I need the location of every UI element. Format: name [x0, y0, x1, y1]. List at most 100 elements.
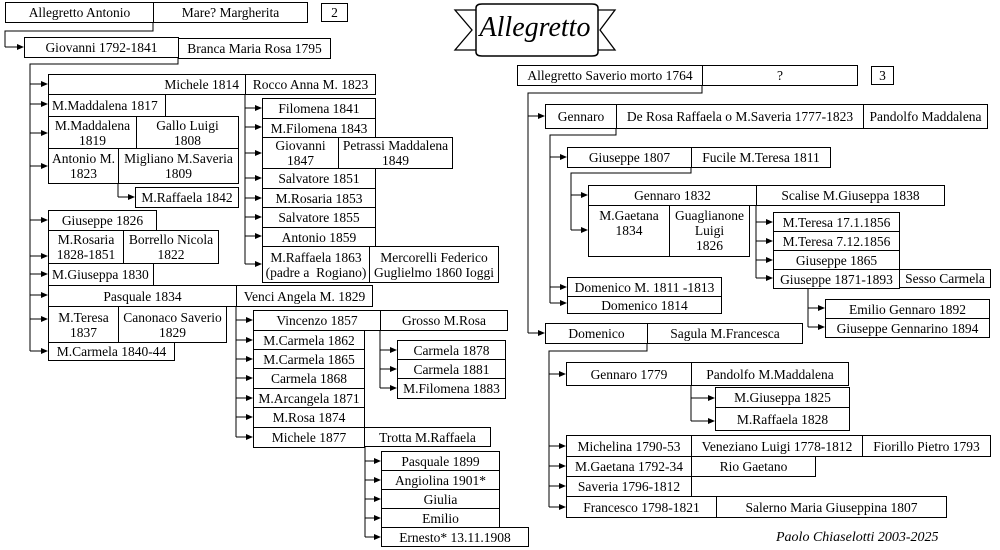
connector-trunk [29, 57, 179, 351]
arrow-icon [559, 443, 566, 449]
person-box-m-filomena-1883: M.Filomena 1883 [397, 378, 506, 399]
person-box-allegretto-antonio: Allegretto Antonio [5, 2, 154, 23]
person-box-michele-1814: Michele 1814 [48, 74, 246, 95]
arrow-icon [255, 195, 262, 201]
person-box-salvatore-1855: Salvatore 1855 [262, 207, 376, 228]
person-box-rio-gaetano: Rio Gaetano [691, 456, 816, 477]
arrow-icon [374, 496, 381, 502]
person-box-sesso-carmela: Sesso Carmela [899, 269, 991, 288]
arrow-icon [255, 175, 262, 181]
arrow-icon [708, 418, 715, 424]
arrow-icon [246, 434, 253, 440]
arrow-icon [390, 366, 397, 372]
person-box-domenico: Domenico [545, 323, 648, 344]
arrow-icon [374, 515, 381, 521]
arrow-icon [41, 348, 48, 354]
person-box-m-raffaela-1842: M.Raffaela 1842 [135, 187, 239, 208]
arrow-icon [581, 192, 588, 198]
person-box-gennaro-1779: Gennaro 1779 [566, 362, 692, 386]
person-box-m-giuseppa-1830: M.Giuseppa 1830 [48, 263, 154, 286]
person-box-giuseppe-1871: Giuseppe 1871-1893 [773, 269, 900, 289]
person-box-veneziano: Veneziano Luigi 1778-1812 [691, 435, 863, 457]
arrow-icon [128, 194, 135, 200]
person-box-allegretto-saverio: Allegretto Saverio morto 1764 [517, 65, 703, 86]
person-box-vincenzo-1857: Vincenzo 1857 [253, 310, 381, 331]
person-box-mercorelli: Mercorelli Federico Guglielmo 1860 Ioggi [369, 246, 499, 283]
arrow-icon [255, 124, 262, 130]
connector-trunk [527, 85, 703, 333]
arrow-icon [255, 105, 262, 111]
person-box-petrassi: Petrassi Maddalena 1849 [338, 137, 453, 169]
person-box-giovanni-1792: Giovanni 1792-1841 [24, 37, 179, 58]
person-box-pandolfo-m-maddalena: Pandolfo M.Maddalena [691, 362, 849, 386]
person-box-emilio: Emilio [381, 508, 500, 528]
person-box-m-carmela-1862: M.Carmela 1862 [253, 330, 365, 350]
person-box-salerno: Salerno Maria Giuseppina 1807 [716, 496, 947, 518]
page-number-box: 3 [871, 66, 894, 85]
person-box-carmela-1881: Carmela 1881 [397, 359, 506, 379]
person-box-trotta: Trotta M.Raffaela [364, 427, 491, 447]
person-box-antonio-1859: Antonio 1859 [262, 227, 376, 247]
arrow-icon [560, 300, 567, 306]
arrow-icon [538, 330, 545, 336]
person-box-m-teresa-1837: M.Teresa 1837 [48, 306, 119, 343]
person-box-unknown-spouse: ? [702, 65, 858, 86]
person-box-saveria-1796: Saveria 1796-1812 [566, 476, 692, 497]
arrow-icon [17, 44, 24, 50]
person-box-m-raffaela-1863: M.Raffaela 1863 (padre a Rogiano) [262, 246, 370, 283]
person-box-pandolfo-maddalena: Pandolfo Maddalena [863, 104, 988, 129]
arrow-icon [41, 316, 48, 322]
arrow-icon [559, 371, 566, 377]
arrow-icon [559, 463, 566, 469]
person-box-domenico-m-1811: Domenico M. 1811 -1813 [567, 277, 722, 297]
arrow-icon [255, 233, 262, 239]
person-box-filomena-1841: Filomena 1841 [262, 98, 376, 119]
person-box-francesco-1798: Francesco 1798-1821 [566, 496, 717, 518]
author-credit: Paolo Chiaselotti 2003-2025 [776, 530, 939, 545]
person-box-giulia: Giulia [381, 489, 500, 509]
person-box-carmela-1868: Carmela 1868 [253, 368, 365, 389]
person-box-canonaco-saverio: Canonaco Saverio 1829 [118, 306, 227, 343]
person-box-m-carmela-1840: M.Carmela 1840-44 [48, 342, 175, 361]
person-box-branca-maria-rosa: Branca Maria Rosa 1795 [178, 38, 331, 59]
person-box-giuseppe-1807: Giuseppe 1807 [567, 147, 692, 168]
arrow-icon [559, 483, 566, 489]
person-box-m-carmela-1865: M.Carmela 1865 [253, 349, 365, 369]
person-box-m-giuseppa-1825: M.Giuseppa 1825 [715, 387, 850, 408]
arrow-icon [708, 395, 715, 401]
person-box-rocco-anna: Rocco Anna M. 1823 [245, 74, 376, 95]
person-box-ernesto-1908: Ernesto* 13.11.1908 [381, 527, 529, 547]
title-banner-scroll-icon [453, 3, 617, 57]
connector-trunk [548, 343, 648, 507]
person-box-m-teresa-1856b: M.Teresa 7.12.1856 [773, 231, 900, 251]
person-box-fucile: Fucile M.Teresa 1811 [691, 147, 831, 168]
arrow-icon [766, 257, 773, 263]
arrow-icon [560, 284, 567, 290]
arrow-icon [581, 227, 588, 233]
person-box-salvatore-1851: Salvatore 1851 [262, 168, 376, 189]
person-box-m-gaetana-1792: M.Gaetana 1792-34 [566, 456, 692, 477]
arrow-icon [41, 81, 48, 87]
person-box-m-teresa-1856a: M.Teresa 17.1.1856 [773, 212, 900, 232]
arrow-icon [41, 271, 48, 277]
person-box-giuseppe-gennarino-1894: Giuseppe Gennarino 1894 [825, 318, 990, 338]
arrow-icon [818, 305, 825, 311]
person-box-carmela-1878: Carmela 1878 [397, 340, 506, 360]
arrow-icon [41, 163, 48, 169]
arrow-icon [246, 317, 253, 323]
arrow-icon [818, 324, 825, 330]
arrow-icon [41, 217, 48, 223]
arrow-icon [390, 385, 397, 391]
person-box-angiolina-1901: Angiolina 1901* [381, 470, 500, 490]
arrow-icon [374, 458, 381, 464]
arrow-icon [41, 130, 48, 136]
person-box-emilio-gennaro-1892: Emilio Gennaro 1892 [825, 299, 990, 319]
person-box-m-maddalena-1819: M.Maddalena 1819 [48, 116, 137, 149]
connector-trunk [549, 128, 617, 303]
arrow-icon [246, 337, 253, 343]
arrow-icon [560, 154, 567, 160]
person-box-gennaro: Gennaro [545, 104, 617, 129]
arrow-icon [374, 477, 381, 483]
arrow-icon [390, 347, 397, 353]
